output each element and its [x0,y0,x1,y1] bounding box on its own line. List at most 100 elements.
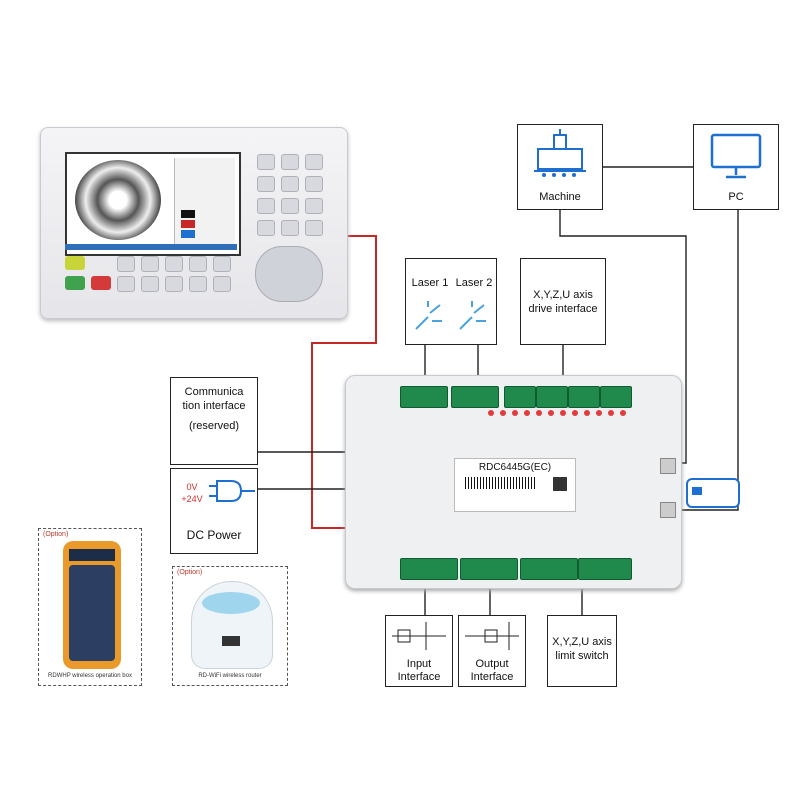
key-button[interactable] [281,220,299,236]
barcode [465,477,535,489]
laser-terminal [451,386,499,408]
router-caption: RD-WiFi wireless router [198,673,262,679]
input-line2: Interface [397,671,441,683]
pc-usb-wire [660,210,739,511]
led-indicator [620,410,626,416]
led-indicator [488,410,494,416]
axis-drive-box: X,Y,Z,U axis drive interface [520,258,606,345]
limit-switch-box: X,Y,Z,U axis limit switch [547,615,617,687]
laser2-label: Laser 2 [455,277,493,289]
function-key[interactable] [117,276,135,292]
input-circuit-icon [392,622,446,650]
axis-drive-line1: X,Y,Z,U axis [533,289,593,301]
output-line1: Output [475,658,509,670]
axis-terminal [504,386,536,408]
input-interface-box: Input Interface [385,615,453,687]
panel-status-bar [65,244,237,250]
wireless-remote-option: (Option) RDWHP wireless operation box [38,528,142,686]
function-key[interactable] [189,256,207,272]
wifi-router-device [191,581,273,669]
operation-panel [40,127,348,319]
engraving-preview [75,160,161,240]
led-indicator [536,410,542,416]
key-button[interactable] [257,220,275,236]
machine-icon [534,129,586,177]
output-interface-box: Output Interface [458,615,526,687]
limit-terminal [520,558,578,580]
usb-port [660,502,676,518]
controller-board: RDC6445G(EC) [345,375,682,589]
key-button[interactable] [257,154,275,170]
led-indicator [524,410,530,416]
output-line2: Interface [470,671,514,683]
laser-box: Laser 1 Laser 2 [405,258,497,345]
key-button[interactable] [305,198,323,214]
qr-code [553,477,567,491]
input-line1: Input [406,658,432,670]
plug-icon [209,480,255,502]
wireless-remote-device [63,541,121,669]
usb-port [660,458,676,474]
power-24v-label: +24V [181,494,203,504]
key-button[interactable] [281,154,299,170]
laser1-icon [415,301,442,330]
function-key[interactable] [213,256,231,272]
limit-line2: limit switch [555,650,609,662]
key-button[interactable] [305,154,323,170]
pause-key[interactable] [65,276,85,290]
function-key[interactable] [165,276,183,292]
axis-terminal [600,386,632,408]
comm-line2: tion interface [182,400,246,412]
stop-key[interactable] [91,276,111,290]
dc-power-label: DC Power [186,528,242,542]
led-indicator [560,410,566,416]
key-button[interactable] [257,176,275,192]
axis-terminal [568,386,600,408]
router-option-tag: (Option) [177,569,203,576]
direction-pad[interactable] [255,246,323,302]
function-key[interactable] [189,276,207,292]
controller-model: RDC6445G(EC) [478,462,552,473]
screen-sidebar [174,158,235,246]
function-key[interactable] [141,256,159,272]
function-key[interactable] [213,276,231,292]
limit-terminal [578,558,632,580]
axis-drive-line2: drive interface [528,303,598,315]
laser1-label: Laser 1 [411,277,449,289]
laser-terminal [400,386,448,408]
led-indicator [608,410,614,416]
key-button[interactable] [281,198,299,214]
wifi-router-option: (Option) RD-WiFi wireless router [172,566,288,686]
led-indicator [572,410,578,416]
controller-label-plate: RDC6445G(EC) [454,458,576,512]
key-button[interactable] [305,220,323,236]
laser2-icon [459,301,486,330]
input-terminal [400,558,458,580]
function-key[interactable] [165,256,183,272]
laser-icons [415,301,486,330]
key-button[interactable] [257,198,275,214]
panel-screen [65,152,241,256]
machine-box: Machine [517,124,603,210]
function-key[interactable] [141,276,159,292]
key-button[interactable] [281,176,299,192]
machine-label: Machine [539,191,581,203]
led-indicator [596,410,602,416]
led-indicator [512,410,518,416]
dc-power-box: 0V +24V DC Power [170,468,258,554]
led-indicator [548,410,554,416]
limit-line1: X,Y,Z,U axis [552,636,612,648]
key-button[interactable] [305,176,323,192]
monitor-icon [710,133,762,179]
remote-option-tag: (Option) [43,531,69,538]
start-key[interactable] [65,256,85,270]
comm-line3: (reserved) [188,420,240,432]
pc-box: PC [693,124,779,210]
function-key[interactable] [117,256,135,272]
power-0v-label: 0V [186,482,198,492]
output-circuit-icon [465,622,519,650]
led-indicator [500,410,506,416]
comm-interface-box: Communica tion interface (reserved) [170,377,258,465]
pc-label: PC [728,191,744,203]
remote-caption: RDWHP wireless operation box [48,673,132,679]
